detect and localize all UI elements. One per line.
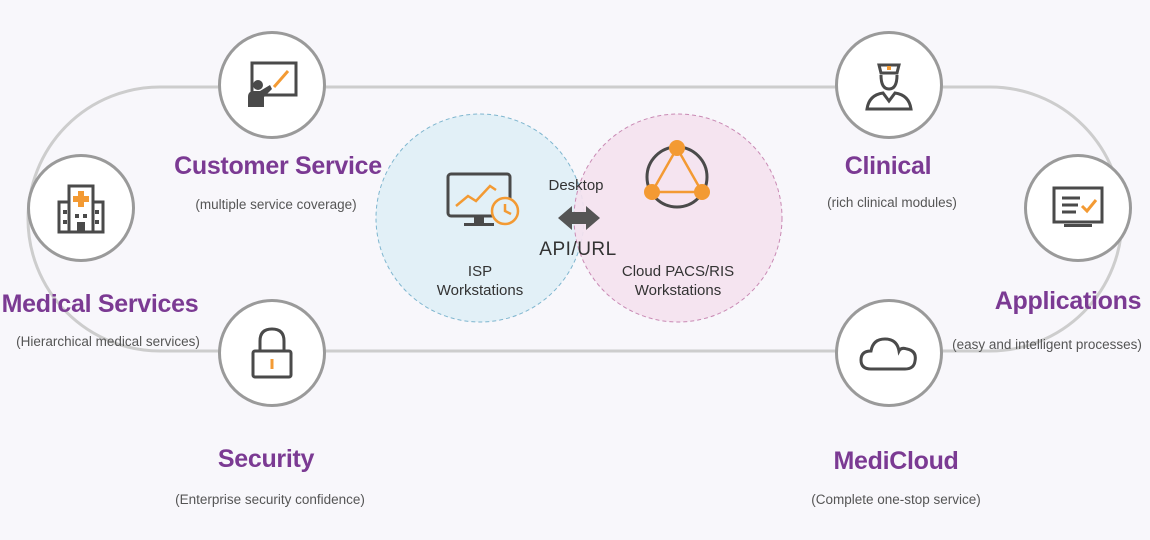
clinical-title: Clinical — [844, 152, 932, 180]
medical-services-node — [27, 154, 135, 262]
padlock-icon — [251, 327, 293, 379]
security-node — [218, 299, 326, 407]
applications-subtitle: (easy and intelligent processes) — [952, 337, 1142, 352]
desktop-label: Desktop — [548, 177, 604, 194]
medicloud-node — [835, 299, 943, 407]
clinical-subtitle: (rich clinical modules) — [827, 195, 957, 210]
pacs-circle — [573, 113, 783, 323]
security-subtitle: (Enterprise security confidence) — [175, 492, 365, 507]
checklist-monitor-icon — [1052, 186, 1104, 227]
isp-label: ISP Workstations — [436, 263, 524, 299]
triangle-network-icon — [640, 140, 716, 215]
clinical-node — [835, 31, 943, 139]
customer-service-title: Customer Service — [174, 152, 382, 180]
nurse-icon — [865, 63, 913, 111]
double-arrow-icon — [558, 206, 600, 230]
pacs-label: Cloud PACS/RIS Workstations — [621, 263, 735, 299]
hospital-building-icon — [57, 184, 105, 234]
security-title: Security — [217, 445, 315, 473]
medicloud-title: MediCloud — [833, 447, 959, 475]
applications-title: Applications — [994, 287, 1142, 315]
track-loop — [26, 85, 1124, 353]
api-url-label: API/URL — [539, 239, 617, 260]
applications-node — [1024, 154, 1132, 262]
medical-services-title: Medical Services — [1, 290, 199, 318]
medical-services-subtitle: (Hierarchical medical services) — [16, 334, 200, 349]
monitor-chart-icon — [446, 172, 522, 237]
presentation-board-icon — [248, 61, 298, 107]
cloud-icon — [859, 337, 917, 371]
customer-service-node — [218, 31, 326, 139]
medicloud-subtitle: (Complete one-stop service) — [811, 492, 981, 507]
customer-service-subtitle: (multiple service coverage) — [195, 197, 357, 212]
